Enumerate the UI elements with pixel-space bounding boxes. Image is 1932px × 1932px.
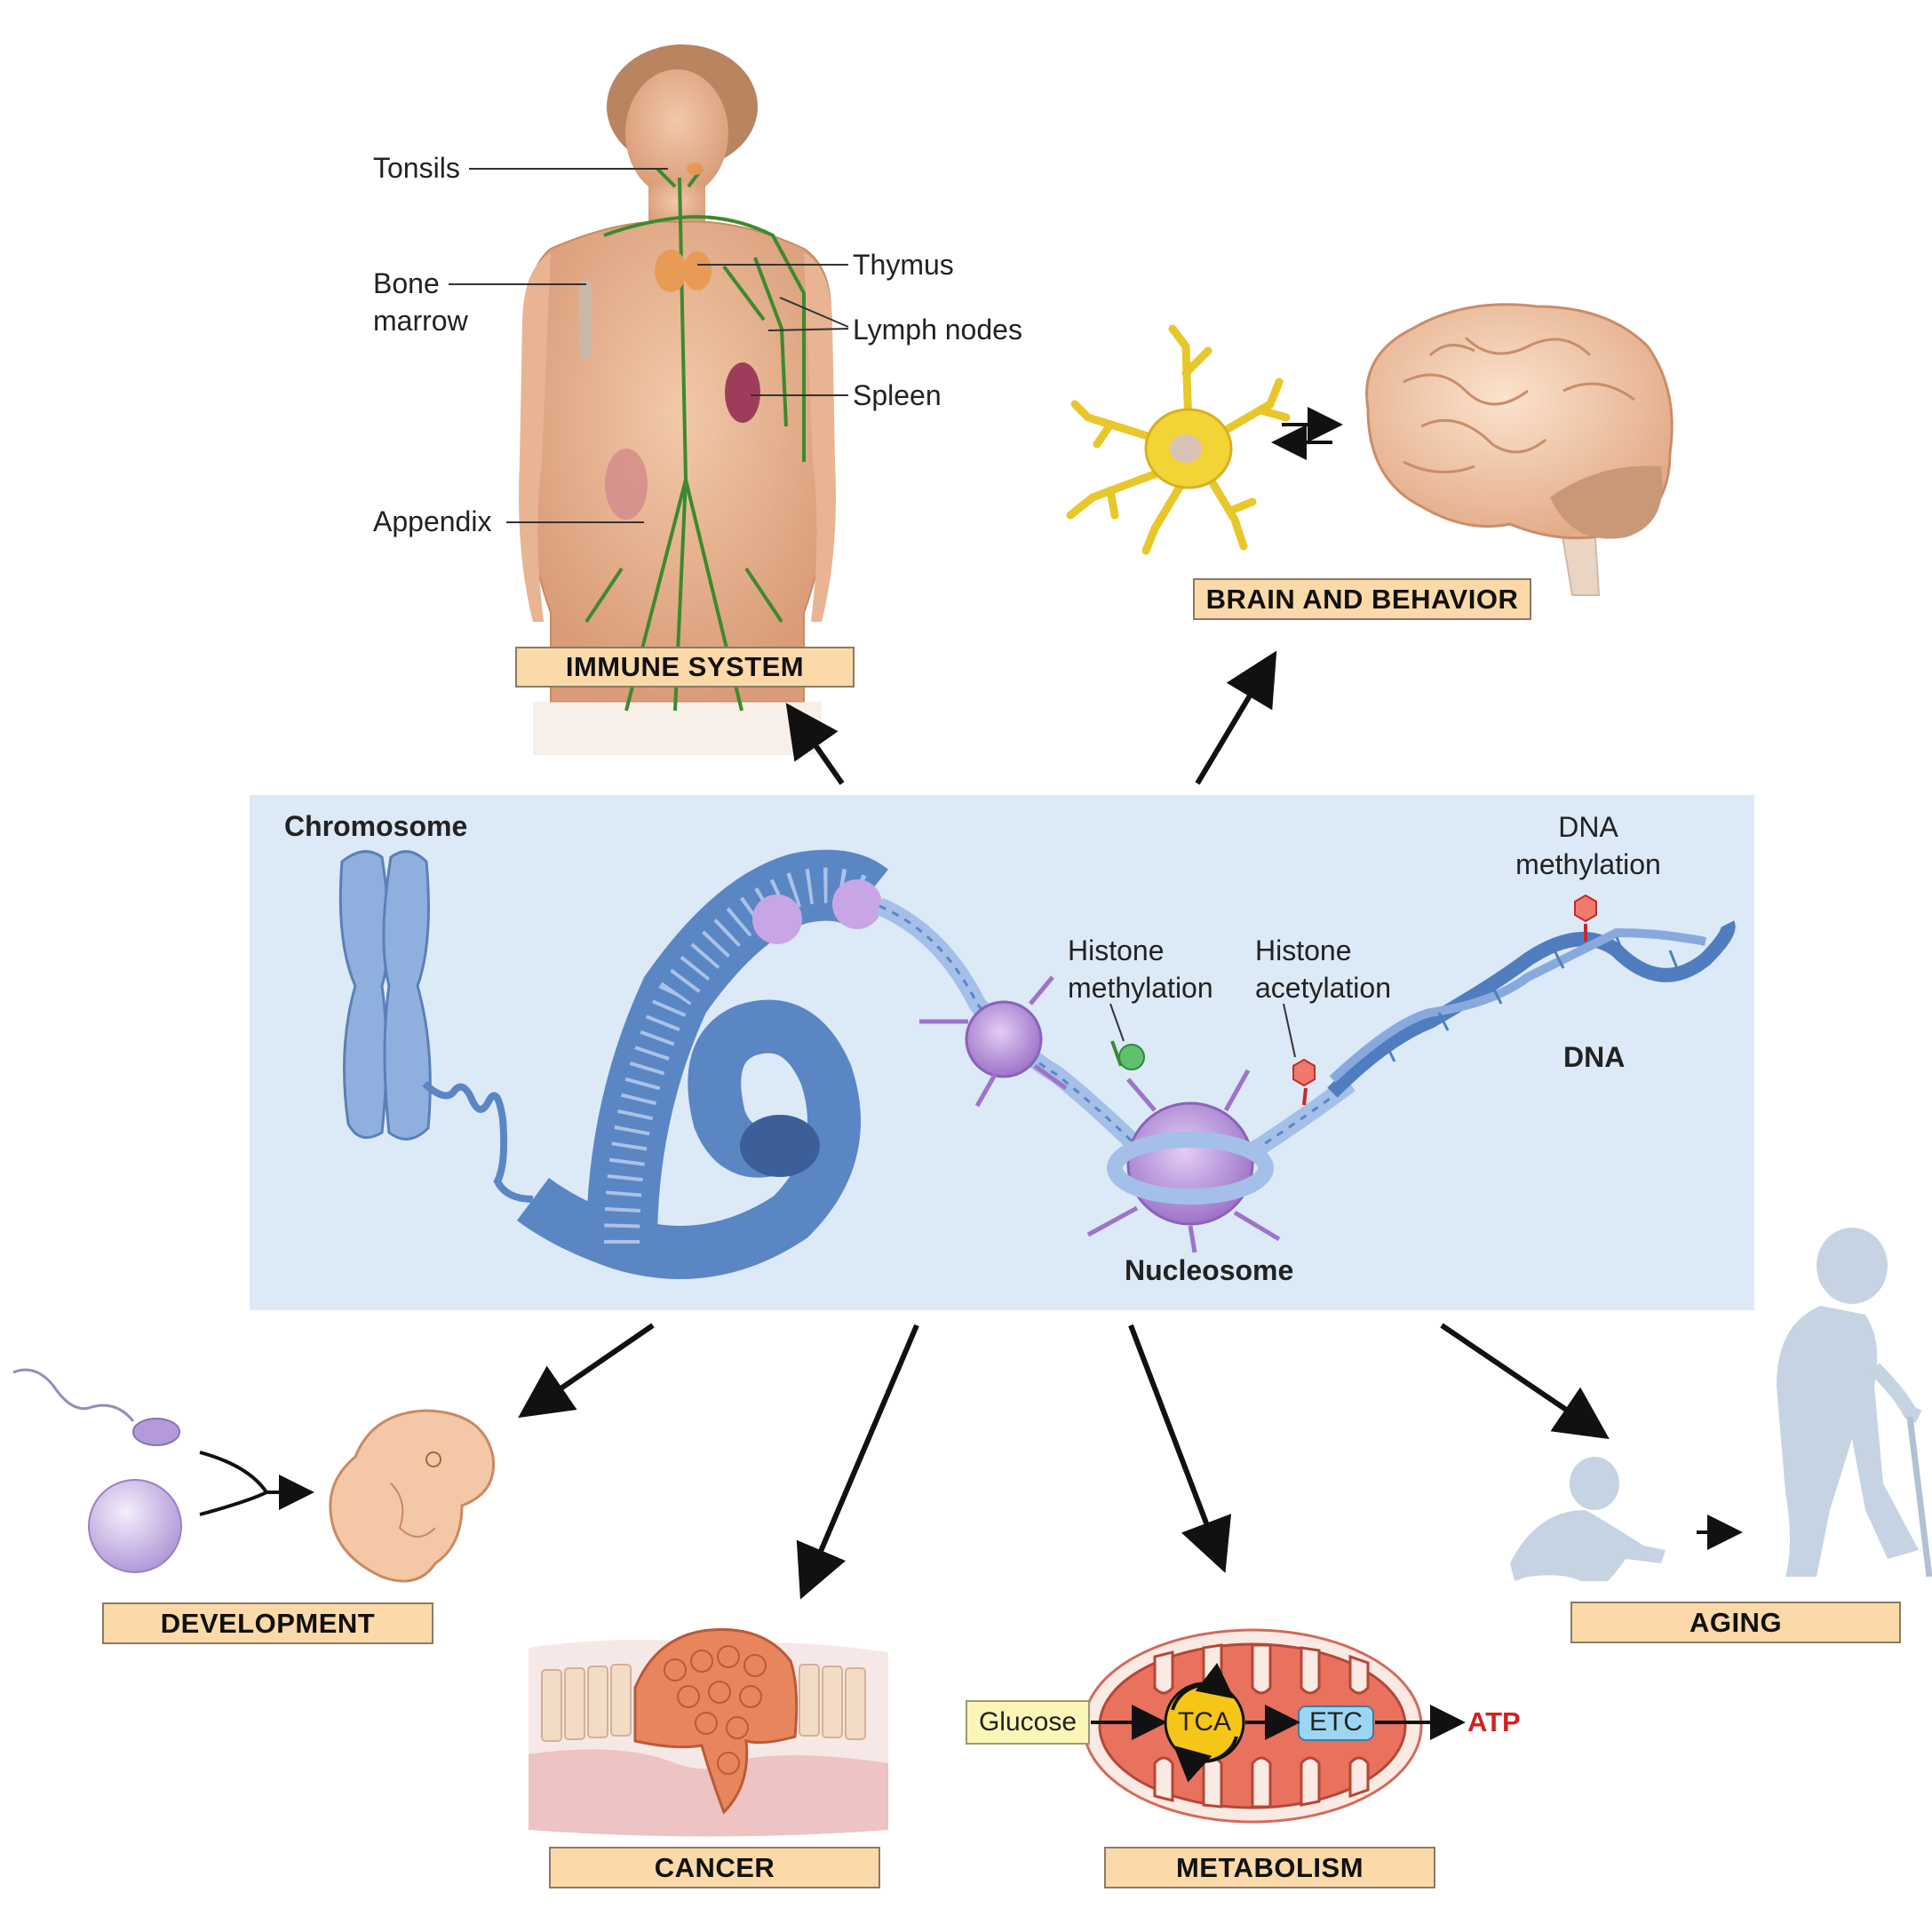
spleen-label: Spleen [853,379,942,411]
human-body-figure [449,44,849,755]
etc-label: ETC [1309,1707,1363,1737]
atp-label: ATP [1467,1706,1521,1737]
tonsils-label: Tonsils [373,152,460,184]
chromosome-figure [338,850,534,1203]
chromosome-label: Chromosome [284,810,468,842]
neuron-and-brain [1066,303,1674,596]
thymus-label: Thymus [853,249,954,281]
dna-strand [875,894,1736,1253]
histone-methylation-label: Histone methylation [1068,934,1213,1004]
immune-system-label: IMMUNE SYSTEM [515,647,855,688]
metabolism-label: METABOLISM [1104,1847,1435,1888]
nucleosome-label: Nucleosome [1125,1254,1294,1286]
aging-label: AGING [1570,1602,1901,1643]
appendix-label: Appendix [373,505,492,537]
dna-label: DNA [1563,1041,1626,1073]
mitochondrion-figure [1082,1628,1466,1824]
histone-acetylation-label: Histone acetylation [1255,934,1391,1004]
cancer-tissue-figure [529,1627,888,1837]
brain-behavior-label: BRAIN AND BEHAVIOR [1193,578,1531,620]
tca-label: TCA [1178,1707,1231,1737]
aging-figure [1510,1228,1932,1581]
development-figure [12,1368,496,1583]
cancer-label: CANCER [549,1847,880,1888]
chromatin-coil [517,849,888,1279]
lymph-nodes-label: Lymph nodes [853,314,1022,346]
glucose-box: Glucose [966,1700,1090,1745]
bone-marrow-label: Bone marrow [373,267,468,337]
development-label: DEVELOPMENT [102,1602,433,1644]
dna-methylation-label: DNA methylation [1515,811,1661,880]
influence-arrows [518,650,1610,1600]
